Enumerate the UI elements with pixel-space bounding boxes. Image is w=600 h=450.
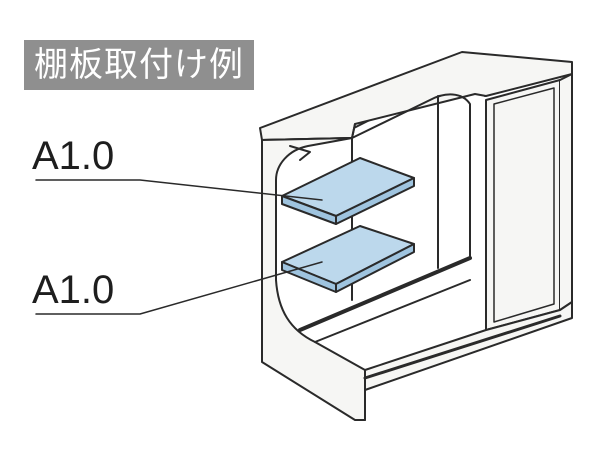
leader-line-upper-shelf xyxy=(35,179,323,201)
callout-label-upper-shelf: A1.0 xyxy=(32,134,115,178)
diagram-title: 棚板取付け例 xyxy=(24,40,254,90)
upper-shelf-side xyxy=(335,177,415,225)
door-inner-frame xyxy=(493,87,555,323)
plinth-rail xyxy=(363,314,562,380)
cabinet-interior-floor xyxy=(298,256,472,332)
callout-label-lower-shelf: A1.0 xyxy=(32,268,115,312)
lower-shelf-side xyxy=(335,243,415,293)
top-slab-notch xyxy=(289,145,311,161)
cabinet-interior-floor-front xyxy=(314,279,471,343)
leader-line-lower-shelf xyxy=(35,261,323,315)
cabinet-right-end xyxy=(559,73,573,311)
cabinet-right-door xyxy=(485,79,561,331)
